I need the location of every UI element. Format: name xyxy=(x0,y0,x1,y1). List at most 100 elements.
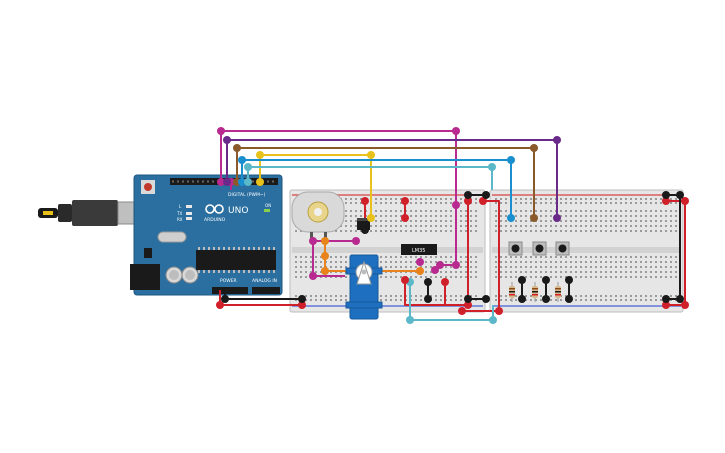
wire-endpoint xyxy=(436,261,444,269)
wire-endpoint xyxy=(221,295,229,303)
wire-endpoint xyxy=(238,156,246,164)
power-label: POWER xyxy=(220,278,237,284)
wire-endpoint xyxy=(401,214,409,222)
wire-endpoint xyxy=(217,178,225,186)
wire-endpoint xyxy=(542,295,550,303)
wire-endpoint xyxy=(553,136,561,144)
wire-endpoint xyxy=(367,214,375,222)
push-button-2[interactable] xyxy=(532,241,547,256)
push-button-1[interactable] xyxy=(508,241,523,256)
wire-endpoint xyxy=(676,191,684,199)
wire-endpoint xyxy=(464,197,472,205)
wire-endpoint xyxy=(416,258,424,266)
wire-endpoint xyxy=(217,127,225,135)
wire-endpoint xyxy=(662,197,670,205)
wire-endpoint xyxy=(662,295,670,303)
resistor-1[interactable] xyxy=(509,282,515,302)
wire-brown-button2 xyxy=(236,147,535,218)
wire-endpoint xyxy=(452,261,460,269)
dc-motor[interactable] xyxy=(291,191,345,240)
resistor-2[interactable] xyxy=(532,282,538,302)
wire-endpoint xyxy=(565,276,573,284)
analog-header[interactable] xyxy=(252,287,280,294)
wire-endpoint xyxy=(416,267,424,275)
wire-endpoint xyxy=(233,144,241,152)
wire-red-sensor xyxy=(404,280,468,306)
resistor-3[interactable] xyxy=(555,282,561,302)
wire-blue-button1 xyxy=(241,159,512,218)
wire-endpoint xyxy=(223,136,231,144)
usb-cable xyxy=(38,200,145,226)
push-button-3[interactable] xyxy=(555,241,570,256)
wire-red-right-rail xyxy=(666,200,686,306)
wire-red-bridge xyxy=(483,200,500,311)
wire-cyan-sensor xyxy=(409,282,494,321)
wire-endpoint xyxy=(216,301,224,309)
atmega-chip xyxy=(196,250,276,270)
svg-text:L: L xyxy=(179,204,182,209)
wire-cyan-rail xyxy=(247,166,493,190)
wire-endpoint xyxy=(298,301,306,309)
wire-endpoint xyxy=(361,226,369,234)
wire-endpoint xyxy=(464,191,472,199)
wire-endpoint xyxy=(530,214,538,222)
wire-endpoint xyxy=(321,267,329,275)
wire-endpoint xyxy=(676,295,684,303)
lm35-temperature-sensor[interactable]: LM35 xyxy=(401,244,437,255)
wire-endpoint xyxy=(681,301,689,309)
wire-endpoint xyxy=(452,127,460,135)
wire-endpoint xyxy=(431,266,439,274)
wire-endpoint xyxy=(401,197,409,205)
status-leds: L TX RX ON xyxy=(176,203,271,222)
wire-endpoint xyxy=(321,252,329,260)
wire-endpoint xyxy=(489,316,497,324)
board-model-label: UNO xyxy=(228,206,248,216)
wire-endpoint xyxy=(542,276,550,284)
wire-endpoint xyxy=(223,178,231,186)
wire-endpoint xyxy=(309,272,317,280)
svg-text:ON: ON xyxy=(265,203,271,208)
power-jack[interactable] xyxy=(130,264,160,290)
wire-endpoint xyxy=(298,295,306,303)
servo-motor[interactable] xyxy=(345,254,383,320)
wire-endpoint xyxy=(441,278,449,286)
wire-endpoint xyxy=(238,178,246,186)
digital-header-label: DIGITAL (PWM~) xyxy=(228,192,266,198)
wire-endpoint xyxy=(452,201,460,209)
wire-endpoint xyxy=(518,295,526,303)
wire-endpoint xyxy=(482,295,490,303)
wire-endpoint xyxy=(464,301,472,309)
wire-endpoint xyxy=(401,276,409,284)
reset-button[interactable] xyxy=(144,183,152,191)
wire-endpoint xyxy=(424,295,432,303)
breadboard-right[interactable] xyxy=(489,189,684,313)
wire-endpoint xyxy=(309,237,317,245)
wire-endpoint xyxy=(458,307,466,315)
brand-label: ARDUINO xyxy=(204,217,226,223)
svg-text:LM35: LM35 xyxy=(412,248,425,254)
wire-black-right-rail xyxy=(666,194,681,300)
wire-endpoint xyxy=(464,295,472,303)
wire-endpoint xyxy=(662,191,670,199)
power-header[interactable] xyxy=(212,287,248,294)
wire-endpoint xyxy=(479,197,487,205)
analog-label: ANALOG IN xyxy=(252,278,277,284)
wire-endpoint xyxy=(361,197,369,205)
wire-endpoint xyxy=(507,156,515,164)
wire-endpoint xyxy=(352,237,360,245)
wire-endpoint xyxy=(244,163,252,171)
wire-endpoints xyxy=(216,127,689,324)
crystal-oscillator xyxy=(157,231,187,243)
wire-endpoint xyxy=(681,197,689,205)
wire-endpoint xyxy=(424,278,432,286)
wire-endpoint xyxy=(367,151,375,159)
wire-endpoint xyxy=(530,144,538,152)
arduino-uno[interactable]: DIGITAL (PWM~) UNO ARDUINO L TX RX ON xyxy=(130,174,283,296)
wire-endpoint xyxy=(244,178,252,186)
wire-endpoint xyxy=(565,295,573,303)
wire-yellow-transistor xyxy=(259,154,372,218)
svg-text:TX: TX xyxy=(176,211,182,216)
wire-endpoint xyxy=(495,307,503,315)
wire-endpoint xyxy=(488,163,496,171)
